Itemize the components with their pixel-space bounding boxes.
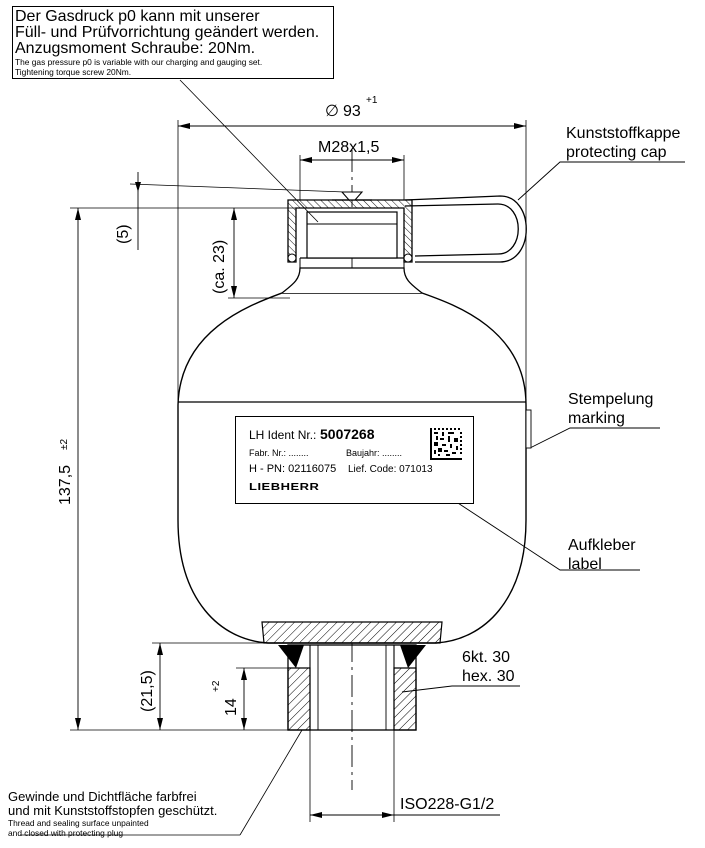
- bottom-flange: [261, 621, 443, 644]
- cap-label-en: protecting cap: [566, 144, 667, 161]
- hex-label-en: hex. 30: [462, 668, 515, 685]
- dim-14-tolerance: +2: [211, 680, 222, 692]
- dim-ca-23: (ca. 23): [211, 239, 228, 294]
- note-line-2: Füll- und Prüfvorrichtung geändert werde…: [15, 24, 320, 41]
- note-line-3: Anzugsmoment Schraube: 20Nm.: [15, 40, 256, 57]
- note-line-5: Tightening torque screw 20Nm.: [15, 67, 132, 77]
- note-line-1: Der Gasdruck p0 kann mit unserer: [15, 8, 260, 25]
- sticker-baujahr: Baujahr: ........: [346, 448, 403, 458]
- sticker-pn: H - PN: 02116075: [249, 463, 337, 475]
- bottom-note-line-2: und mit Kunststoffstopfen geschützt.: [8, 803, 218, 818]
- sticker-ident-label: LH Ident Nr.:: [249, 428, 317, 442]
- dim-5: (5): [115, 224, 132, 244]
- iso-thread-label: ISO228-G1/2: [400, 796, 495, 813]
- sticker-ident-value: 5007268: [320, 426, 375, 442]
- diameter-symbol: ∅: [325, 103, 339, 120]
- datamatrix-code: [430, 428, 462, 460]
- sticker-box: [235, 416, 474, 504]
- dim-height: 137,5: [57, 464, 74, 505]
- diameter-value: 93: [343, 103, 361, 120]
- sticker-brand-logo: LIEBHERR: [249, 480, 320, 493]
- dim-21-5: (21,5): [139, 670, 156, 712]
- bottom-note-line-3: Thread and sealing surface unpainted: [8, 818, 149, 828]
- marking-label-de: Stempelung: [568, 391, 654, 408]
- sticker-fabr: Fabr. Nr.: ........: [249, 448, 309, 458]
- dim-height-tolerance: ±2: [59, 438, 70, 450]
- bottom-note-line-4: and closed with protecting plug: [8, 828, 123, 838]
- neck: [281, 267, 423, 294]
- thread-top-label: M28x1,5: [318, 139, 380, 156]
- hex-label-de: 6kt. 30: [462, 649, 511, 666]
- sticker-label-de: Aufkleber: [568, 537, 636, 554]
- bottom-note-line-1: Gewinde und Dichtfläche farbfrei: [8, 789, 197, 804]
- marking-label-en: marking: [568, 410, 625, 427]
- dim-14: 14: [223, 698, 240, 716]
- note-line-4: The gas pressure p0 is variable with our…: [15, 57, 263, 67]
- cap-label-de: Kunststoffkappe: [566, 125, 681, 142]
- sticker-lief: Lief. Code: 071013: [348, 464, 433, 475]
- diameter-tolerance: +1: [366, 95, 378, 106]
- protecting-cap: [287, 199, 413, 263]
- sticker-label-en: label: [568, 556, 602, 573]
- pressure-note-box: [12, 6, 334, 79]
- hex-fitting: [287, 667, 311, 731]
